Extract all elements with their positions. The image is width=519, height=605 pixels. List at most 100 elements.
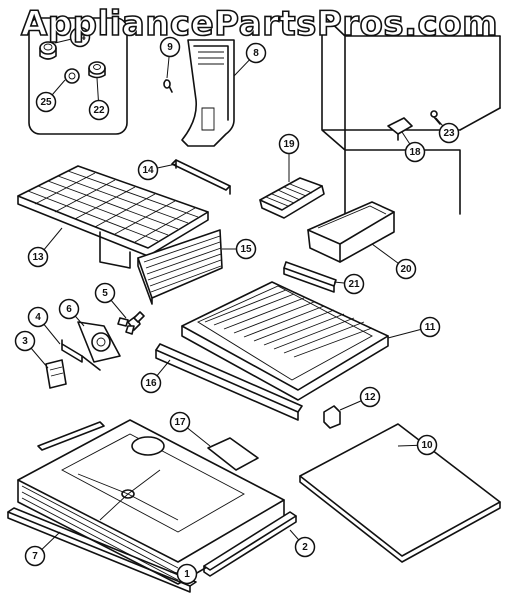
callout-19-label: 19 bbox=[283, 139, 295, 150]
callout-13-circle bbox=[27, 246, 49, 268]
callout-23-circle bbox=[438, 122, 460, 144]
callout-4-label: 4 bbox=[35, 312, 41, 323]
part-5-fan-blade bbox=[117, 311, 145, 335]
part-21-support-rail bbox=[283, 261, 337, 293]
callout-16: 16 bbox=[140, 359, 171, 394]
callout-14-circle bbox=[137, 159, 159, 181]
callout-11-label: 11 bbox=[425, 322, 436, 333]
callout-24-circle bbox=[69, 26, 91, 48]
callout-1-label: 1 bbox=[184, 569, 190, 580]
callout-3-circle bbox=[14, 330, 36, 352]
callout-16-circle bbox=[140, 372, 162, 394]
callout-2-circle bbox=[294, 536, 316, 558]
callout-22-circle bbox=[88, 99, 110, 121]
callout-19: 19 bbox=[278, 133, 300, 182]
callout-6-label: 6 bbox=[66, 304, 72, 315]
part-1-base-pan bbox=[17, 419, 285, 585]
callout-8: 8 bbox=[233, 42, 267, 77]
callout-25-circle bbox=[35, 91, 57, 113]
callout-6: 6 bbox=[58, 298, 85, 327]
callout-14-label: 14 bbox=[142, 165, 154, 176]
callout-12-circle bbox=[359, 386, 381, 408]
part-22-light-switch bbox=[88, 61, 106, 79]
callout-22: 22 bbox=[88, 77, 110, 121]
callout-11-circle bbox=[419, 316, 441, 338]
part-25-bulb-cover bbox=[64, 68, 80, 84]
callout-2: 2 bbox=[289, 529, 316, 558]
callout-5-circle bbox=[94, 282, 116, 304]
part-24-light-socket bbox=[39, 41, 57, 60]
callout-10: 10 bbox=[397, 434, 438, 456]
callout-8-circle bbox=[245, 42, 267, 64]
part-17-cover bbox=[207, 437, 259, 471]
callout-5-label: 5 bbox=[102, 288, 108, 299]
callout-20-circle bbox=[395, 258, 417, 280]
callout-5: 5 bbox=[94, 282, 127, 319]
part-8-control-housing bbox=[181, 39, 235, 147]
callout-24: 24 bbox=[54, 26, 91, 48]
callout-13-label: 13 bbox=[32, 252, 44, 263]
part-4-bracket bbox=[61, 339, 101, 371]
callout-13: 13 bbox=[27, 227, 63, 268]
callout-4: 4 bbox=[27, 306, 61, 345]
callout-15-label: 15 bbox=[240, 244, 252, 255]
part-20-storage-bin bbox=[307, 201, 395, 263]
callout-10-circle bbox=[416, 434, 438, 456]
part-7-side-rail bbox=[7, 507, 197, 593]
callout-24-label: 24 bbox=[74, 32, 86, 43]
part-14-trim-bar bbox=[171, 159, 231, 195]
callout-9-circle bbox=[159, 36, 181, 58]
part-13-wire-shelf bbox=[17, 165, 209, 269]
callout-8-label: 8 bbox=[253, 48, 259, 59]
callout-11: 11 bbox=[387, 316, 441, 339]
callout-9-label: 9 bbox=[167, 42, 173, 53]
callout-20-label: 20 bbox=[400, 264, 412, 275]
callout-12: 12 bbox=[339, 386, 381, 411]
part-23-screw bbox=[430, 110, 441, 125]
callout-16-label: 16 bbox=[145, 378, 157, 389]
part-16-front-trim bbox=[155, 343, 303, 421]
callout-15: 15 bbox=[222, 238, 257, 260]
callout-18: 18 bbox=[401, 131, 426, 163]
callout-9: 9 bbox=[159, 36, 181, 79]
part-6-fan-bracket bbox=[77, 321, 121, 363]
callout-18-circle bbox=[404, 141, 426, 163]
callout-4-circle bbox=[27, 306, 49, 328]
callout-17: 17 bbox=[169, 411, 211, 447]
callout-21: 21 bbox=[333, 273, 365, 295]
part-15-crisper-cover bbox=[137, 229, 223, 305]
part-10-panel bbox=[299, 423, 501, 563]
callout-19-circle bbox=[278, 133, 300, 155]
callout-15-circle bbox=[235, 238, 257, 260]
callouts-layer: 2425229823181914131520215643111612171072… bbox=[14, 26, 460, 585]
callout-17-label: 17 bbox=[174, 417, 186, 428]
callout-20: 20 bbox=[371, 243, 417, 280]
callout-21-label: 21 bbox=[348, 279, 360, 290]
cabinet-outline bbox=[321, 13, 501, 215]
callout-1-circle bbox=[176, 563, 198, 585]
callout-1: 1 bbox=[169, 563, 198, 585]
callout-23-label: 23 bbox=[443, 128, 455, 139]
part-19-ice-tray bbox=[259, 177, 325, 219]
callout-23: 23 bbox=[435, 117, 460, 144]
callout-25-label: 25 bbox=[40, 97, 52, 108]
part-18-bracket bbox=[387, 117, 413, 141]
callout-12-label: 12 bbox=[364, 392, 376, 403]
callout-7: 7 bbox=[24, 531, 61, 567]
callout-3: 3 bbox=[14, 330, 49, 369]
part-12-clip bbox=[323, 405, 341, 429]
callout-25: 25 bbox=[35, 79, 66, 113]
part-9-screw bbox=[163, 79, 173, 93]
callout-2-label: 2 bbox=[302, 542, 308, 553]
callout-7-label: 7 bbox=[32, 551, 38, 562]
callout-21-circle bbox=[343, 273, 365, 295]
watermark-text: AppliancePartsPros.com bbox=[20, 3, 498, 45]
part-2-side-rail bbox=[203, 511, 297, 577]
callout-6-circle bbox=[58, 298, 80, 320]
callout-14: 14 bbox=[137, 159, 177, 181]
callout-22-label: 22 bbox=[93, 105, 105, 116]
callout-3-label: 3 bbox=[22, 336, 28, 347]
callout-18-label: 18 bbox=[409, 147, 421, 158]
